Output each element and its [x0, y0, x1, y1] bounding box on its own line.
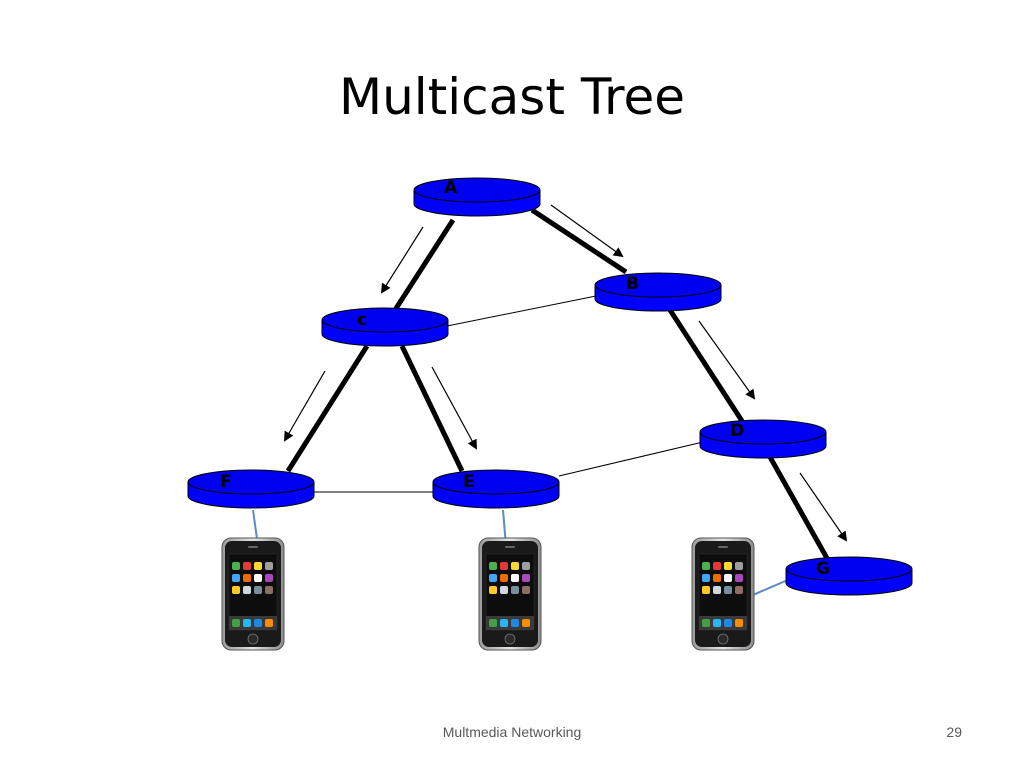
router-b[interactable]: B [594, 272, 722, 312]
tree-edge-a-c [392, 218, 456, 312]
router-a[interactable]: A [413, 177, 541, 217]
router-d-label: D [730, 421, 744, 441]
tree-edge-b-d [667, 308, 745, 423]
phone-icon[interactable] [221, 537, 285, 651]
slide-title: Multicast Tree [338, 68, 686, 126]
router-d[interactable]: D [699, 419, 827, 459]
flow-arrow-c-f [283, 370, 326, 442]
tree-edge-c-e [399, 344, 465, 473]
flow-arrows [283, 204, 848, 542]
router-e[interactable]: E [432, 469, 560, 509]
phone-icon[interactable] [478, 537, 542, 651]
router-g-label: G [816, 559, 830, 579]
router-c-label: c [357, 310, 367, 330]
router-f[interactable]: F [187, 469, 315, 509]
flow-arrow-d-g [799, 472, 848, 542]
router-e-label: E [463, 472, 475, 492]
router-c[interactable]: c [321, 307, 449, 347]
tree-edge-a-b [530, 207, 628, 275]
link-e-d [558, 441, 704, 477]
phone-icon[interactable] [691, 537, 755, 651]
router-g[interactable]: G [785, 556, 913, 596]
router-a-label: A [444, 178, 458, 198]
flow-arrow-a-c [380, 226, 424, 294]
tree-edge-d-g [767, 455, 831, 562]
non-tree-links [314, 295, 704, 493]
flow-arrow-a-b [550, 204, 624, 258]
router-b-label: B [626, 274, 639, 294]
flow-arrow-b-d [698, 320, 756, 400]
tree-edges [285, 207, 831, 562]
tree-edge-c-f [285, 344, 370, 473]
slide-footer: Multmedia Networking [442, 724, 582, 740]
flow-arrow-c-e [431, 366, 477, 450]
router-f-label: F [220, 472, 232, 492]
link-c-b [446, 295, 597, 327]
page-number: 29 [946, 724, 962, 740]
